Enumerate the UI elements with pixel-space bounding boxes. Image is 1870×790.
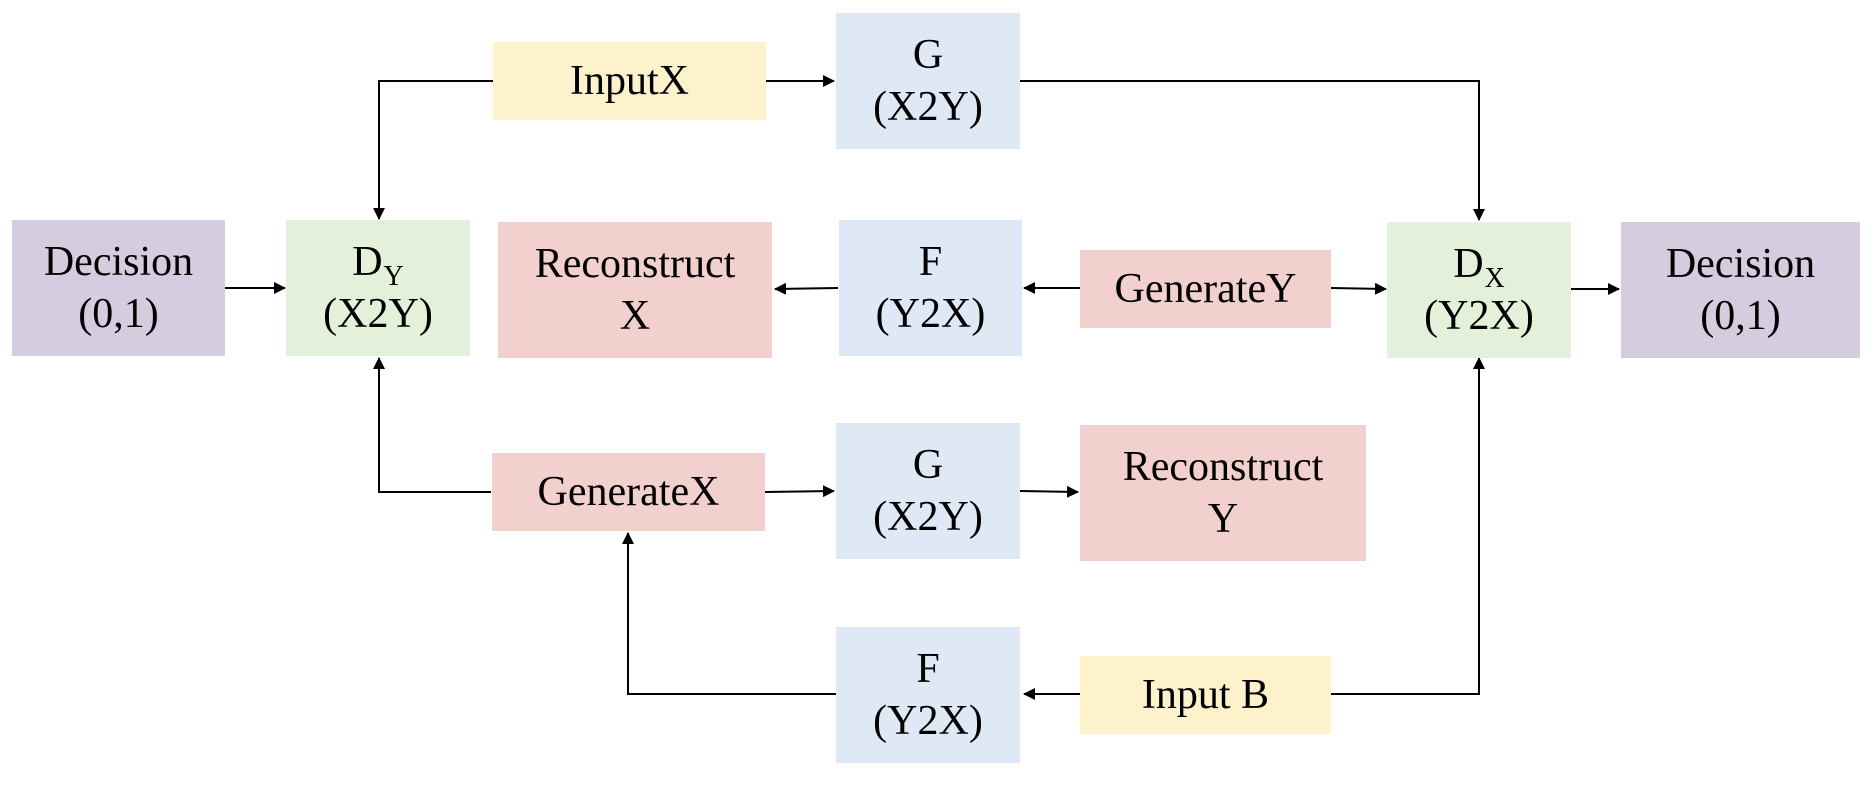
reconstruct-y-line1: Reconstruct bbox=[1122, 443, 1324, 490]
dy-line2: (X2Y) bbox=[323, 291, 433, 337]
g-top-sub: (X2Y) bbox=[873, 84, 983, 130]
arrow-f-middle-to-reconstruct-x bbox=[774, 282, 839, 295]
generate-y-label: GenerateY bbox=[1114, 265, 1297, 312]
f-bottom-sub: (Y2X) bbox=[873, 698, 983, 744]
input-b-label: Input B bbox=[1141, 671, 1270, 718]
input-b-box: Input B bbox=[1080, 656, 1331, 734]
reconstruct-y-box: Reconstruct Y bbox=[1080, 425, 1366, 561]
dy-subscript: Y bbox=[383, 260, 404, 292]
g-bottom-sub: (X2Y) bbox=[873, 494, 983, 540]
generator-g-top: G (X2Y) bbox=[836, 13, 1020, 149]
generate-x-box: GenerateX bbox=[492, 453, 765, 531]
dx-name-line: DX bbox=[1453, 238, 1505, 294]
reconstruct-x-line2: X bbox=[619, 293, 651, 339]
generate-y-box: GenerateY bbox=[1080, 250, 1331, 328]
reconstruct-y-line2: Y bbox=[1207, 496, 1239, 542]
arrow-inputx-to-dy bbox=[373, 80, 493, 220]
arrow-generatex-to-g-bottom bbox=[764, 485, 835, 498]
generator-f-bottom: F (Y2X) bbox=[836, 627, 1020, 763]
g-bottom-name: G bbox=[912, 441, 944, 488]
discriminator-dy: DY (X2Y) bbox=[286, 220, 470, 356]
f-middle-name: F bbox=[918, 238, 943, 285]
generator-f-middle: F (Y2X) bbox=[839, 220, 1022, 356]
decision-left-line1: Decision bbox=[43, 238, 194, 285]
reconstruct-x-box: Reconstruct X bbox=[498, 222, 772, 358]
input-x-label: InputX bbox=[570, 57, 689, 104]
arrow-generatex-to-dy bbox=[373, 357, 491, 493]
decision-right-line1: Decision bbox=[1665, 240, 1816, 287]
arrow-inputb-to-dx bbox=[1331, 357, 1485, 695]
dx-name: D bbox=[1453, 240, 1484, 287]
dy-name-line: DY bbox=[352, 236, 404, 292]
generate-x-label: GenerateX bbox=[537, 468, 720, 515]
g-top-name: G bbox=[912, 31, 944, 78]
decision-left-box: Decision (0,1) bbox=[12, 220, 225, 356]
decision-right-box: Decision (0,1) bbox=[1621, 222, 1860, 358]
f-middle-sub: (Y2X) bbox=[875, 291, 986, 337]
generator-g-bottom: G (X2Y) bbox=[836, 423, 1020, 559]
input-x-box: InputX bbox=[493, 42, 766, 120]
arrow-generatey-to-dx bbox=[1330, 282, 1387, 295]
discriminator-dx: DX (Y2X) bbox=[1387, 222, 1571, 358]
decision-right-line2: (0,1) bbox=[1700, 293, 1781, 339]
f-bottom-name: F bbox=[916, 645, 940, 692]
arrow-g-top-to-dx bbox=[1020, 80, 1485, 221]
decision-left-line2: (0,1) bbox=[78, 291, 159, 337]
dx-line2: (Y2X) bbox=[1424, 293, 1534, 339]
dy-name: D bbox=[352, 238, 383, 285]
reconstruct-x-line1: Reconstruct bbox=[534, 240, 736, 287]
dx-subscript: X bbox=[1484, 262, 1505, 294]
arrow-g-bottom-to-reconstruct-y bbox=[1019, 485, 1079, 498]
arrow-f-bottom-to-generatex bbox=[622, 532, 836, 695]
